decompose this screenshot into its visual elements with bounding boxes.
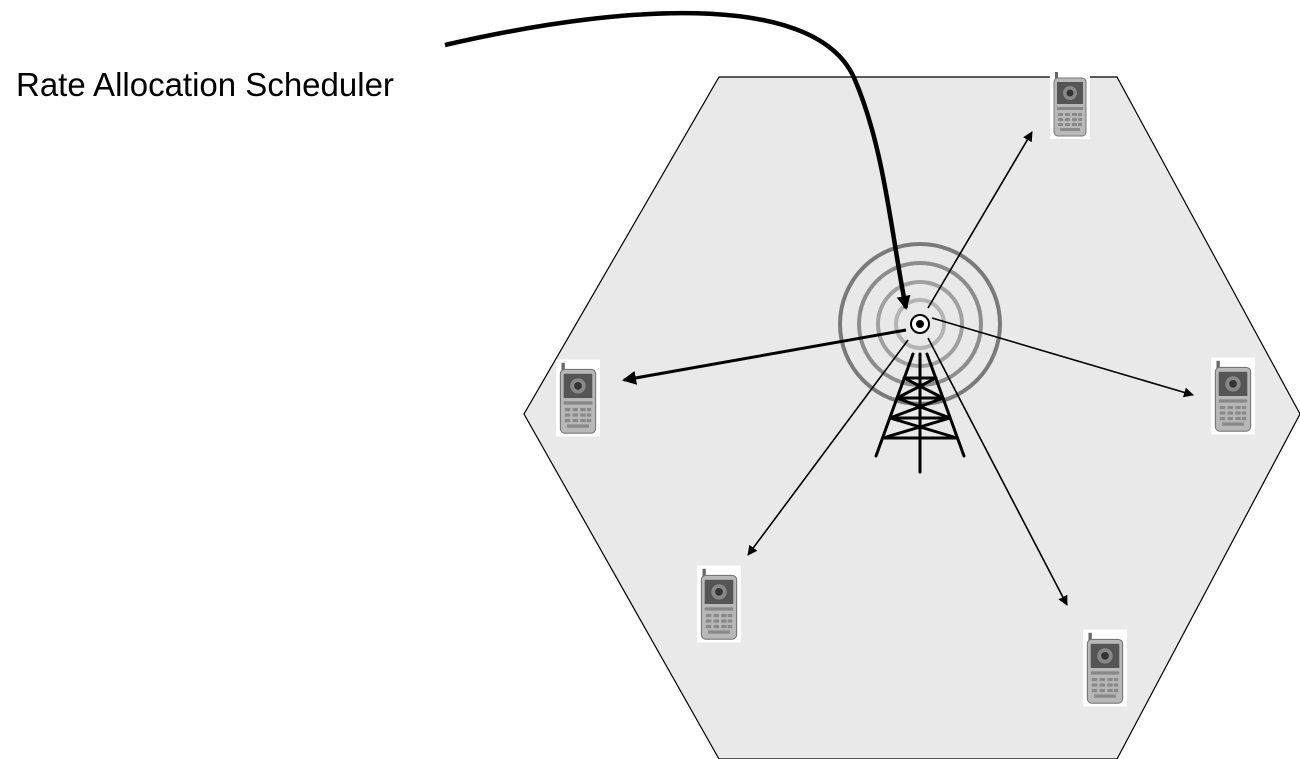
scheduler-label: Rate Allocation Scheduler <box>16 66 394 103</box>
mobile-phone-icon <box>556 358 600 438</box>
signal-ring <box>894 298 946 350</box>
antenna-icon <box>910 314 930 334</box>
link-arrow <box>747 339 909 556</box>
mobile-phone-icon <box>1050 69 1090 139</box>
scheduler-arrow <box>444 10 911 310</box>
link-arrow <box>927 131 1033 309</box>
link-arrow <box>931 317 1194 398</box>
mobile-phone-icon <box>1083 628 1127 708</box>
mobile-phone-icon <box>697 564 741 644</box>
link-arrow <box>622 328 907 385</box>
cell-tower-icon <box>874 352 966 474</box>
mobile-phone-icon <box>1211 356 1255 436</box>
link-arrow <box>927 337 1068 606</box>
